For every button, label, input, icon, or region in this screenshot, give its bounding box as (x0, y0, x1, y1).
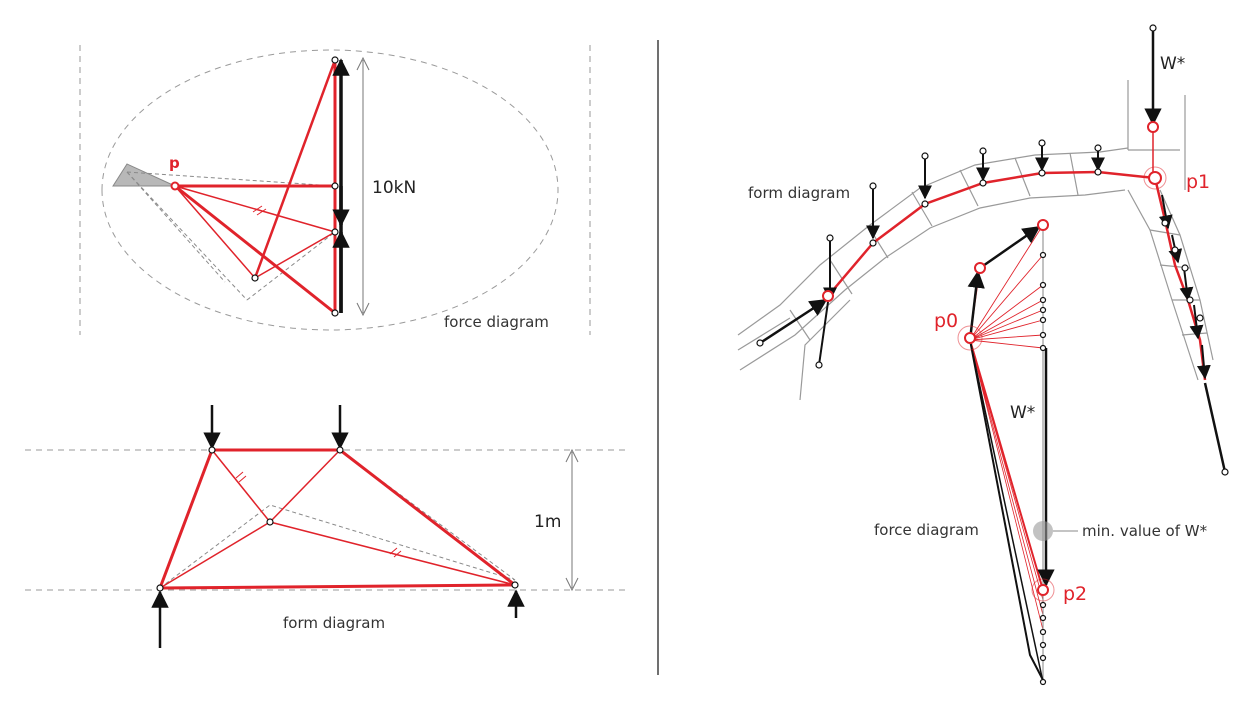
node (331, 228, 339, 236)
magnitude-label: 10kN (372, 178, 416, 198)
funicular-closing-line (159, 583, 516, 590)
pole-p2-node (1037, 584, 1049, 596)
force-diagram-label: force diagram (444, 313, 549, 331)
pole-p0-label: p0 (934, 310, 958, 332)
min-value-marker (1033, 521, 1053, 541)
pole-p0-node (964, 332, 976, 344)
form-diagram-label: form diagram (283, 614, 385, 632)
left-form-diagram: 1m form diagram (25, 405, 628, 648)
force-ray (254, 231, 336, 279)
right-force-diagram: p0 W* force diagram min. value of W* p2 (874, 219, 1208, 686)
node (511, 581, 519, 589)
right-form-diagram: form diagram W* p1 (737, 24, 1229, 476)
node (331, 56, 339, 64)
pole-label: p (169, 154, 180, 172)
load-label-force: W* (1010, 403, 1035, 423)
pole-node (170, 181, 180, 191)
node (156, 584, 164, 592)
reaction-arrow (1203, 382, 1227, 473)
node (251, 274, 259, 282)
pier-outline (1127, 80, 1186, 190)
node (208, 446, 216, 454)
height-label: 1m (534, 512, 561, 532)
arch-extrados (737, 147, 1129, 336)
arch-form-diagram-label: form diagram (748, 184, 850, 202)
funicular-polygon (158, 448, 516, 589)
pole-p1-node (1148, 171, 1162, 185)
node (336, 446, 344, 454)
force-ray (253, 59, 337, 279)
node (331, 309, 339, 317)
pole-p2-label: p2 (1063, 583, 1087, 605)
load-label-top: W* (1160, 54, 1185, 74)
force-ray (174, 184, 336, 315)
pole-shadow-triangle (112, 163, 176, 187)
node (331, 182, 339, 190)
arch-force-diagram-label: force diagram (874, 521, 979, 539)
force-ray (174, 185, 256, 279)
thrust-line (827, 170, 1207, 381)
force-rays (969, 224, 1044, 349)
reaction-arrow (759, 298, 828, 345)
arch-intrados-inner (739, 189, 1126, 371)
left-force-diagram: p 10kN force diagram (79, 45, 591, 335)
node (266, 518, 274, 526)
min-value-label: min. value of W* (1082, 522, 1208, 540)
pole-p1-label: p1 (1186, 171, 1210, 193)
force-ray (174, 185, 336, 233)
